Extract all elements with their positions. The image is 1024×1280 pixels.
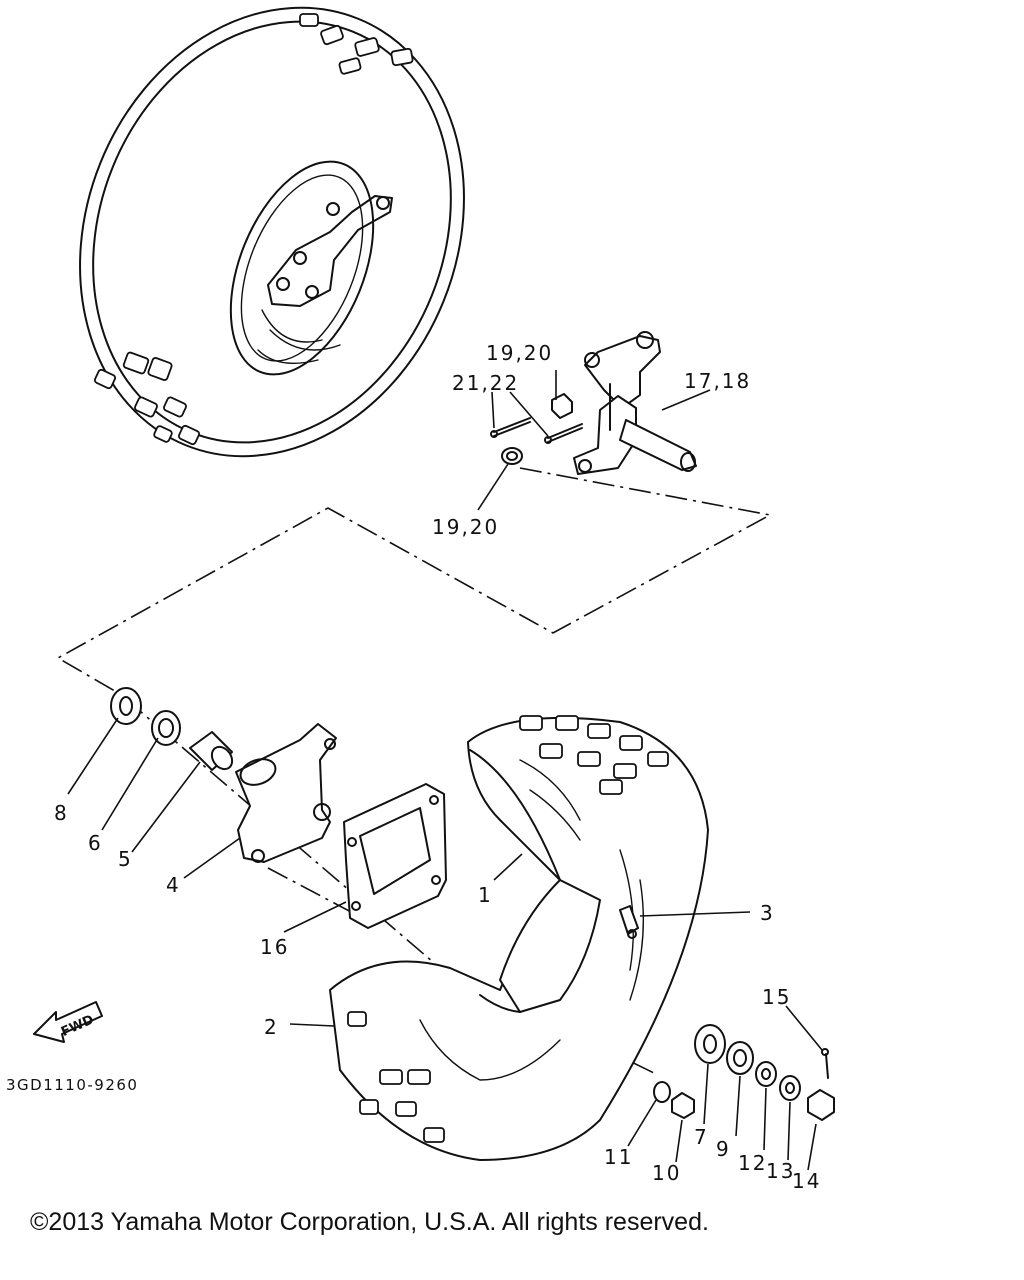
washer-11 (653, 1081, 671, 1103)
valve-3 (619, 905, 639, 939)
callout-19-20-top: 19,20 (486, 341, 553, 365)
seal-6 (151, 710, 181, 746)
copyright-notice: ©2013 Yamaha Motor Corporation, U.S.A. A… (30, 1208, 709, 1236)
callout-15: 15 (762, 985, 791, 1009)
washer-12 (755, 1061, 777, 1087)
nut-10 (671, 1092, 695, 1119)
steering-knuckle (573, 331, 697, 475)
tire-1 (329, 715, 709, 1161)
leader-lines (67, 370, 823, 1171)
callout-19-20-bottom: 19,20 (432, 515, 499, 539)
callout-2: 2 (264, 1015, 279, 1039)
washer-13 (779, 1075, 801, 1101)
castle-nut-bottom (501, 447, 523, 465)
callout-5: 5 (118, 847, 133, 871)
callout-8: 8 (54, 801, 69, 825)
assembly-line (56, 467, 773, 1076)
nut-14 (807, 1089, 835, 1121)
callout-1: 1 (478, 883, 493, 907)
fwd-arrow-icon: FWD (33, 1001, 103, 1043)
bearing-8 (110, 687, 142, 725)
callout-11: 11 (604, 1145, 633, 1169)
cotter-pins (490, 417, 583, 444)
callout-14: 14 (792, 1169, 821, 1193)
callout-10: 10 (652, 1161, 681, 1185)
castle-nut-top (551, 393, 573, 419)
rim-2 (479, 879, 601, 1013)
callout-6: 6 (88, 831, 103, 855)
callout-21-22: 21,22 (452, 371, 519, 395)
collar-5 (189, 731, 234, 771)
washer-9 (726, 1041, 754, 1075)
callout-4: 4 (166, 873, 181, 897)
callout-12: 12 (738, 1151, 767, 1175)
callout-3: 3 (760, 901, 775, 925)
plate-16 (343, 783, 447, 929)
hub-4 (235, 723, 337, 863)
assembled-wheel (79, 6, 465, 458)
callout-9: 9 (716, 1137, 731, 1161)
bearing-7 (694, 1024, 726, 1064)
parts-diagram: 19,20 21,22 17,18 19,20 8 6 5 4 16 1 3 2… (6, 6, 835, 1193)
pin-15 (821, 1048, 829, 1079)
callout-17-18: 17,18 (684, 369, 751, 393)
callout-16: 16 (260, 935, 289, 959)
callout-13: 13 (766, 1159, 795, 1183)
diagram-code: 3GD1110-9260 (6, 1076, 138, 1094)
callout-7: 7 (694, 1125, 709, 1149)
